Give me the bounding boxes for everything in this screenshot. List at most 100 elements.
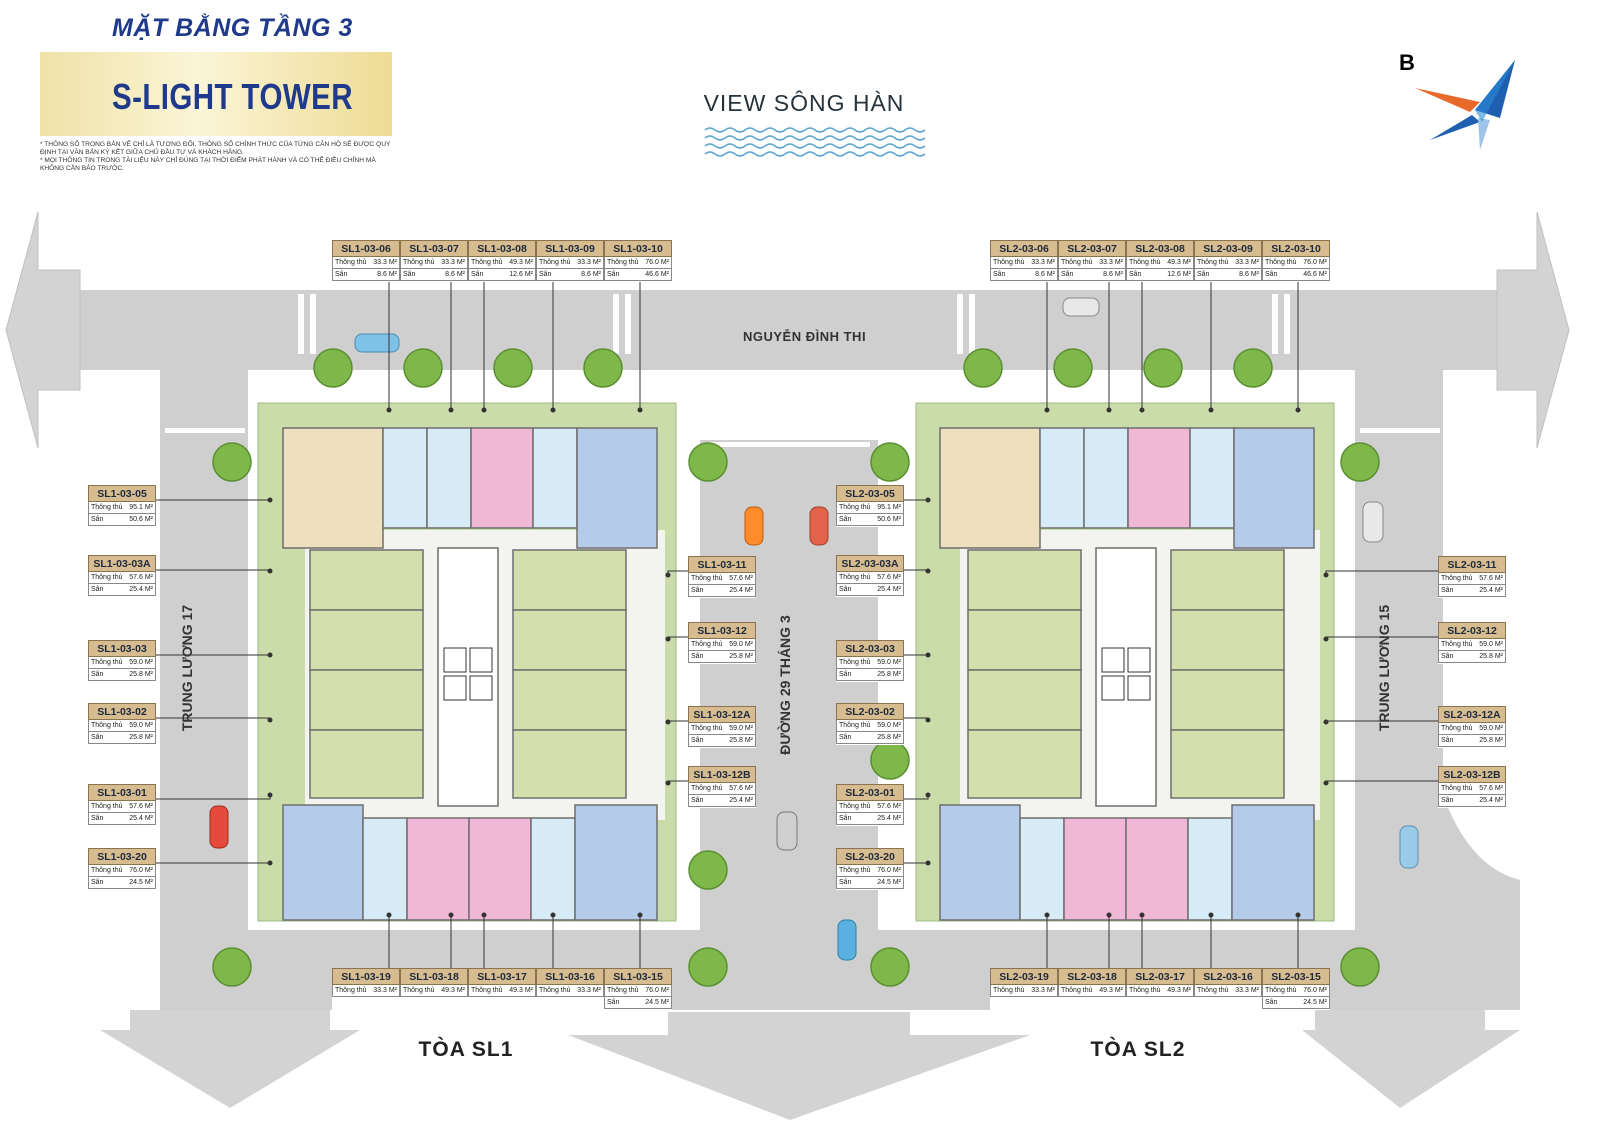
unit-sl2-03-16-plan xyxy=(1187,817,1233,921)
road-right-curve xyxy=(1355,690,1520,930)
tower-label-sl2: TÒA SL2 xyxy=(1090,1038,1186,1061)
unit-row-label: Sân xyxy=(1441,737,1454,744)
unit-row-value: 59.0 M² xyxy=(129,722,153,729)
unit-row-label: Sân xyxy=(1441,797,1454,804)
unit-row-value: 76.0 M² xyxy=(877,867,901,874)
unit-code: SL1-03-20 xyxy=(88,848,156,865)
unit-code: SL2-03-16 xyxy=(1194,968,1262,985)
unit-row: Thông thủy33.3 M² xyxy=(990,257,1058,269)
leader-dot xyxy=(1323,572,1329,578)
unit-code: SL2-03-19 xyxy=(990,968,1058,985)
tree-icon xyxy=(870,947,910,987)
unit-sl2-03-19-plan xyxy=(1019,817,1065,921)
arrow-south-left xyxy=(100,1010,360,1108)
unit-row-value: 59.0 M² xyxy=(1479,641,1503,648)
unit-row-value: 57.6 M² xyxy=(729,575,753,582)
unit-row-label: Sân xyxy=(91,516,104,523)
unit-row-label: Sân xyxy=(607,271,620,278)
unit-row-label: Thông thủy xyxy=(1265,987,1296,994)
leader-dot xyxy=(1295,407,1301,413)
unit-sl2-left-2 xyxy=(967,609,1082,671)
leader-dot xyxy=(1044,912,1050,918)
unit-row-label: Thông thủy xyxy=(839,659,870,666)
leader-dot xyxy=(1323,780,1329,786)
view-label: VIEW SÔNG HÀN xyxy=(703,90,905,116)
arrow-east xyxy=(1496,211,1570,449)
unit-row-label: Thông thủy xyxy=(839,867,870,874)
lift-sl2-4 xyxy=(1127,675,1151,701)
unit-row-label: Sân xyxy=(91,815,104,822)
car-icon xyxy=(1062,297,1100,317)
unit-row-label: Thông thủy xyxy=(1061,259,1092,266)
unit-row-label: Thông thủy xyxy=(1129,987,1160,994)
unit-sl1-left-2 xyxy=(309,609,424,671)
unit-row: Thông thủy76.0 M² xyxy=(1262,985,1330,997)
unit-row-value: 33.3 M² xyxy=(373,259,397,266)
unit-row-label: Thông thủy xyxy=(691,641,722,648)
unit-row: Thông thủy33.3 M² xyxy=(1058,257,1126,269)
unit-row-value: 24.5 M² xyxy=(877,879,901,886)
unit-row-label: Sân xyxy=(471,271,484,278)
street-name-middle: ĐƯỜNG 29 THÁNG 3 xyxy=(777,615,793,755)
unit-row-value: 25.8 M² xyxy=(129,734,153,741)
unit-sl1-03-09-plan xyxy=(532,427,578,529)
unit-row-value: 57.6 M² xyxy=(877,574,901,581)
car-icon xyxy=(209,805,229,849)
unit-row-value: 33.3 M² xyxy=(1235,259,1259,266)
unit-row: Thông thủy59.0 M² xyxy=(688,639,756,651)
unit-code: SL2-03-08 xyxy=(1126,240,1194,257)
unit-code: SL1-03-11 xyxy=(688,556,756,573)
unit-row-label: Sân xyxy=(691,653,704,660)
unit-sl2-03-06-plan xyxy=(1039,427,1085,529)
unit-code: SL1-03-15 xyxy=(604,968,672,985)
unit-code: SL2-03-09 xyxy=(1194,240,1262,257)
unit-row: Thông thủy59.0 M² xyxy=(836,720,904,732)
unit-row: Thông thủy33.3 M² xyxy=(400,257,468,269)
unit-row-label: Sân xyxy=(1441,653,1454,660)
tree-icon xyxy=(1143,348,1183,388)
unit-row-value: 57.6 M² xyxy=(729,785,753,792)
unit-row-value: 33.3 M² xyxy=(373,987,397,994)
unit-row-label: Sân xyxy=(691,587,704,594)
unit-code: SL1-03-03 xyxy=(88,640,156,657)
unit-row-value: 25.4 M² xyxy=(729,797,753,804)
unit-row-value: 33.3 M² xyxy=(577,987,601,994)
car-icon xyxy=(776,811,798,851)
unit-row-label: Thông thủy xyxy=(691,575,722,582)
unit-row-value: 49.3 M² xyxy=(1167,987,1191,994)
unit-row: Thông thủy59.0 M² xyxy=(836,657,904,669)
unit-sl2-03-18-plan xyxy=(1063,817,1127,921)
unit-row-value: 57.6 M² xyxy=(1479,575,1503,582)
unit-sl2-left-3 xyxy=(967,669,1082,731)
unit-row-label: Sân xyxy=(607,999,620,1006)
unit-row-value: 33.3 M² xyxy=(577,259,601,266)
unit-row-value: 50.6 M² xyxy=(129,516,153,523)
unit-row: Thông thủy59.0 M² xyxy=(688,723,756,735)
unit-row-label: Thông thủy xyxy=(993,987,1024,994)
compass-letter: B xyxy=(1399,50,1415,75)
unit-row-value: 24.5 M² xyxy=(129,879,153,886)
leader-dot xyxy=(448,912,454,918)
unit-sl2-left-1 xyxy=(967,549,1082,611)
leader-dot xyxy=(267,652,273,658)
unit-row-label: Thông thủy xyxy=(91,504,122,511)
unit-sl2-left-4 xyxy=(967,729,1082,799)
tower-sl2-plan xyxy=(915,402,1335,922)
unit-sl2-03-15-plan xyxy=(1231,804,1315,921)
unit-code: SL2-03-03 xyxy=(836,640,904,657)
